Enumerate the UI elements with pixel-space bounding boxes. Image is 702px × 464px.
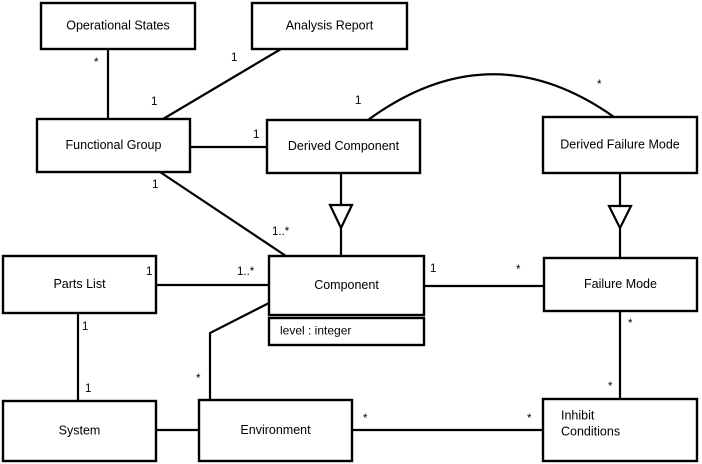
generalization-triangle-icon: [328, 203, 354, 231]
class-box-frame: [542, 256, 699, 313]
relationship-path: [367, 73, 615, 121]
class-name-label: Component: [314, 278, 379, 292]
relationship-derived-component--component[interactable]: [328, 173, 354, 256]
class-name-label: Failure Mode: [584, 277, 657, 291]
multiplicity-label: *: [516, 264, 521, 276]
class-box-component[interactable]: Component level : integer: [267, 254, 426, 347]
relationship-component--environment[interactable]: [208, 302, 270, 400]
class-box-frame: [265, 118, 422, 175]
multiplicity-label: 1: [231, 52, 237, 64]
class-box-frame: [250, 1, 409, 51]
multiplicity-label: *: [608, 381, 613, 393]
multiplicity-label: *: [94, 57, 99, 69]
class-name-label: Analysis Report: [286, 18, 374, 32]
multiplicity-label: 1: [253, 129, 259, 141]
class-box-derived-component[interactable]: Derived Component: [265, 118, 422, 175]
multiplicity-label: 1: [151, 96, 157, 108]
class-box-frame: [541, 397, 699, 463]
class-box-system[interactable]: System: [1, 399, 158, 463]
multiplicity-label: 1..*: [237, 266, 255, 278]
class-box-frame: [197, 398, 354, 463]
class-box-frame: [39, 1, 197, 51]
class-name-label: Derived Component: [288, 139, 400, 153]
class-box-analysis-report[interactable]: Analysis Report: [250, 1, 409, 51]
relationship-derived-failure-mode--failure-mode[interactable]: [607, 173, 633, 258]
class-name-label: Parts List: [53, 277, 106, 291]
class-box-operational-states[interactable]: Operational States: [39, 1, 197, 51]
class-name-label: Environment: [240, 423, 311, 437]
multiplicity-label: 1: [82, 321, 88, 333]
relationship-path: [159, 171, 287, 257]
class-box-failure-mode[interactable]: Failure Mode: [542, 256, 699, 313]
class-box-parts-list[interactable]: Parts List: [1, 254, 158, 315]
class-attribute-label: level : integer: [280, 324, 351, 338]
multiplicity-label: 1: [152, 179, 158, 191]
class-box-frame: [1, 399, 158, 463]
class-box-environment[interactable]: Environment: [197, 398, 354, 463]
relationship-derived-component--derived-failure-mode[interactable]: [367, 73, 615, 121]
multiplicity-label: *: [628, 318, 633, 330]
class-box-functional-group[interactable]: Functional Group: [35, 117, 192, 174]
class-box-frame: [35, 117, 192, 174]
multiplicity-label: 1..*: [272, 226, 290, 238]
multiplicity-label: 1: [146, 266, 152, 278]
class-name-label: Operational States: [66, 18, 170, 32]
multiplicity-label: *: [363, 413, 368, 425]
class-name-label: Functional Group: [66, 138, 162, 152]
class-box-derived-failure-mode[interactable]: Derived Failure Mode: [541, 115, 699, 175]
relationship-path: [162, 48, 282, 120]
class-name-label: Derived Failure Mode: [560, 137, 680, 151]
class-name-label: System: [59, 423, 101, 437]
multiplicity-label: 1: [85, 383, 91, 395]
multiplicity-label: *: [527, 413, 532, 425]
generalization-triangle-icon: [607, 204, 633, 231]
multiplicities-layer: * 1 1 1 1 * 1 1..* 1 1..* 1 * 1 * 1 * * * *: [82, 52, 633, 425]
class-name-label: Conditions: [561, 424, 620, 438]
multiplicity-label: *: [196, 373, 201, 385]
associations-layer: [76, 48, 633, 432]
relationship-functional-group--component[interactable]: [159, 171, 287, 257]
class-box-frame: [1, 254, 158, 315]
multiplicity-label: *: [597, 79, 602, 91]
class-box-frame: [267, 254, 426, 317]
relationship-analysis-report--functional-group[interactable]: [162, 48, 282, 120]
multiplicity-label: 1: [355, 95, 361, 107]
class-name-label: Inhibit: [561, 408, 595, 422]
relationship-path: [208, 302, 270, 400]
class-box-frame: [541, 115, 699, 175]
class-attributes-compartment: [267, 316, 426, 347]
multiplicity-label: 1: [430, 263, 436, 275]
